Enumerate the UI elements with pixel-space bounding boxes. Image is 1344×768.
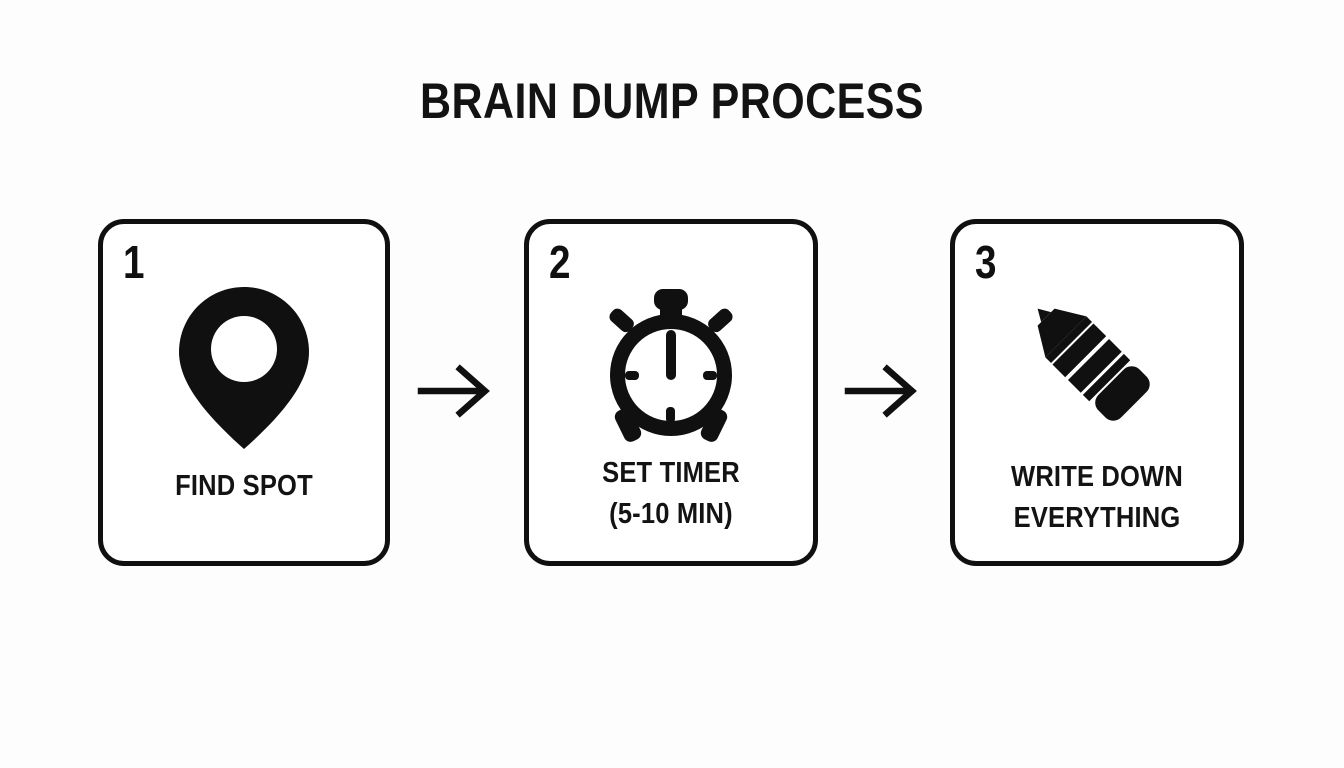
step-label-2-line-2: (5-10 MIN) (609, 498, 733, 530)
stopwatch-timer-icon (609, 289, 733, 442)
step-label-2-line-1: SET TIMER (602, 457, 740, 489)
step-card-3[interactable]: 3 WRITE DOWN (950, 219, 1244, 566)
step-number-2: 2 (549, 236, 571, 288)
step-label-3-line-2: EVERYTHING (1013, 502, 1181, 534)
connector-arrow-1 (415, 361, 495, 421)
page-title: BRAIN DUMP PROCESS (420, 73, 924, 129)
step-label-3: WRITE DOWN EVERYTHING (955, 457, 1239, 539)
connector-arrow-2 (842, 361, 922, 421)
step-card-2[interactable]: 2 (524, 219, 818, 566)
arrow-right-icon (844, 364, 917, 418)
arrow-right-icon (417, 364, 490, 418)
step-card-1[interactable]: 1 FIND SPOT (98, 219, 390, 566)
pencil-icon (1037, 308, 1150, 421)
step-label-2: SET TIMER (5-10 MIN) (529, 453, 813, 535)
step-icon-slot-2 (529, 268, 813, 468)
step-number-3: 3 (975, 236, 997, 288)
step-label-1-line-1: FIND SPOT (175, 470, 313, 502)
step-label-1: FIND SPOT (103, 466, 385, 507)
step-icon-slot-3 (955, 268, 1239, 468)
map-pin-icon (179, 287, 309, 449)
step-number-1: 1 (123, 236, 145, 288)
step-label-3-line-1: WRITE DOWN (1011, 461, 1183, 493)
step-icon-slot-1 (103, 268, 385, 468)
